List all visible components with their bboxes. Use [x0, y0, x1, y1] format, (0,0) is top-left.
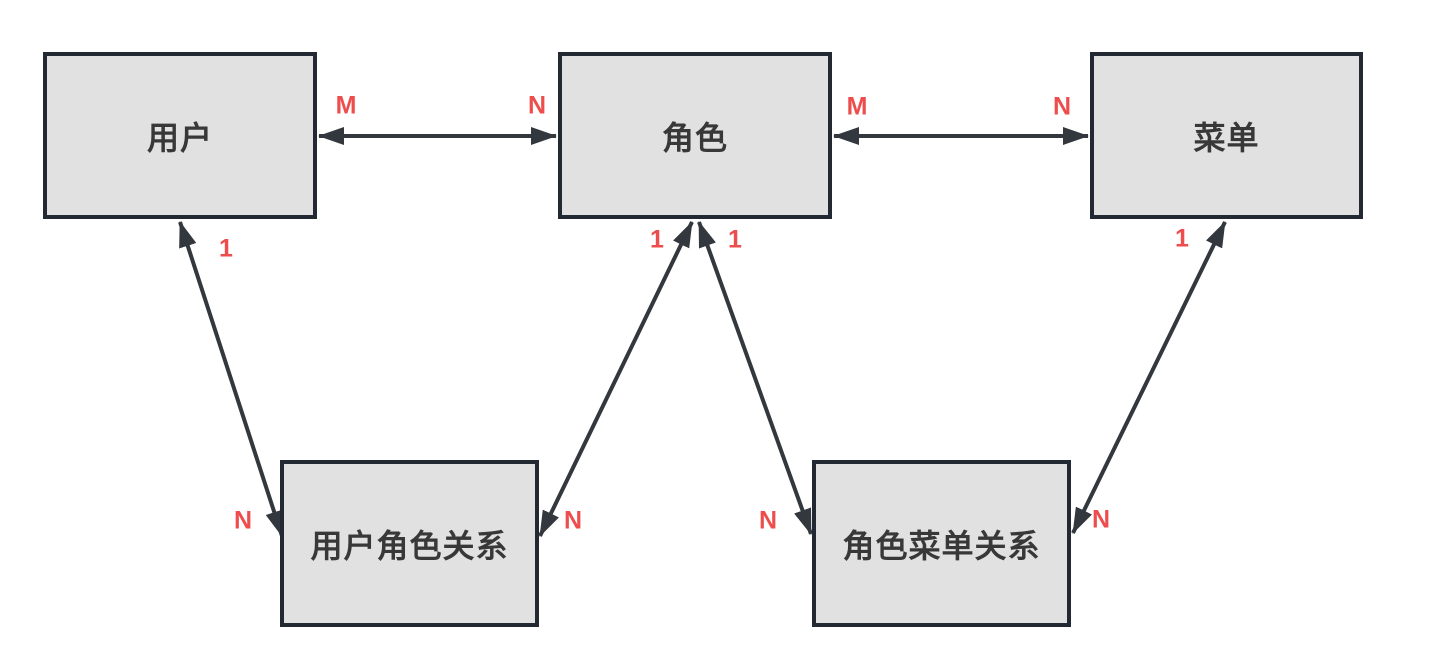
- connector-role-rolemenurel: [697, 221, 813, 535]
- cardinality-n-userrolerel-right: N: [563, 506, 583, 535]
- connector-menu-rolemenurel: [1071, 221, 1227, 534]
- entity-label-menu: 菜单: [1193, 119, 1260, 156]
- cardinality-n-menu-side: N: [1052, 92, 1072, 121]
- cardinality-1-role-bottom-right: 1: [728, 225, 742, 254]
- entity-label-role: 角色: [661, 119, 728, 156]
- cardinality-n-role-left-side: N: [527, 91, 547, 120]
- connector-role-userrolerel: [538, 221, 694, 537]
- entity-label-user: 用户: [146, 119, 213, 156]
- entity-box-user: 用户: [43, 52, 317, 219]
- cardinality-1-user-bottom: 1: [219, 234, 233, 263]
- cardinality-n-rolemenurel-right: N: [1091, 505, 1111, 534]
- entity-box-user-role-relation: 用户角色关系: [280, 460, 539, 627]
- entity-label-role-menu-relation: 角色菜单关系: [842, 527, 1041, 564]
- cardinality-m-role-right-side: M: [846, 92, 868, 121]
- cardinality-1-menu-bottom: 1: [1175, 224, 1189, 253]
- entity-label-user-role-relation: 用户角色关系: [310, 527, 509, 564]
- entity-box-role-menu-relation: 角色菜单关系: [812, 460, 1071, 627]
- entity-box-menu: 菜单: [1090, 52, 1363, 219]
- entity-box-role: 角色: [558, 52, 832, 219]
- cardinality-n-userrolerel-left: N: [233, 506, 253, 535]
- cardinality-1-role-bottom-left: 1: [650, 225, 664, 254]
- cardinality-n-rolemenurel-left: N: [758, 506, 778, 535]
- connector-user-userrolerel: [178, 221, 284, 537]
- cardinality-m-user-side: M: [335, 91, 357, 120]
